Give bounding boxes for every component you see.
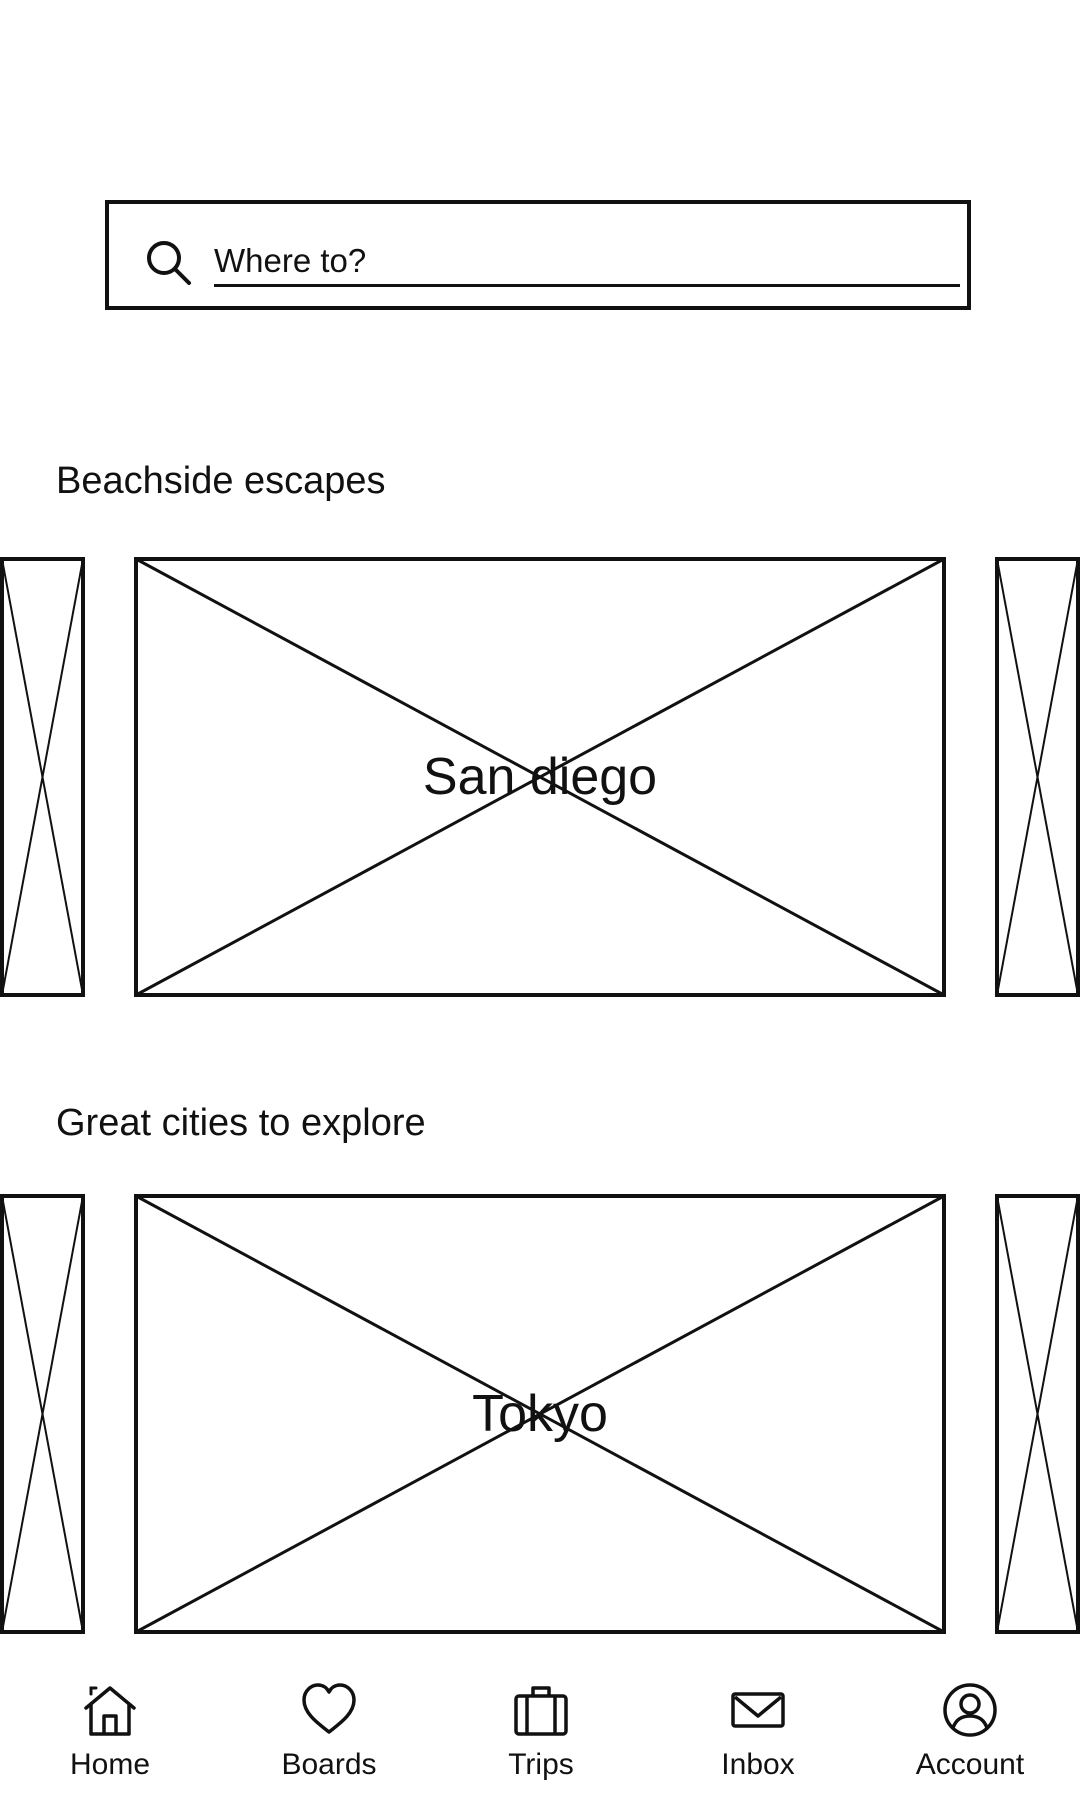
mail-icon bbox=[731, 1692, 785, 1728]
nav-item-trips[interactable]: Trips bbox=[461, 1680, 621, 1800]
nav-label-boards: Boards bbox=[281, 1748, 377, 1781]
nav-item-boards[interactable]: Boards bbox=[249, 1680, 409, 1800]
nav-label-home: Home bbox=[69, 1748, 151, 1781]
nav-item-home[interactable]: Home bbox=[30, 1680, 190, 1800]
section-title-cities: Great cities to explore bbox=[56, 1102, 426, 1144]
nav-label-account: Account bbox=[915, 1748, 1025, 1781]
carousel-card-next[interactable] bbox=[995, 557, 1080, 997]
card-title: San diego bbox=[422, 748, 658, 806]
briefcase-icon bbox=[514, 1686, 568, 1736]
featured-card-tokyo[interactable]: Tokyo bbox=[134, 1194, 946, 1634]
user-circle-icon bbox=[943, 1683, 997, 1737]
carousel-card-prev[interactable] bbox=[0, 1194, 85, 1634]
nav-item-inbox[interactable]: Inbox bbox=[678, 1680, 838, 1800]
card-title: Tokyo bbox=[472, 1385, 608, 1443]
carousel-card-next[interactable] bbox=[995, 1194, 1080, 1634]
nav-label-trips: Trips bbox=[508, 1748, 574, 1781]
featured-card-san-diego[interactable]: San diego bbox=[134, 557, 946, 997]
search-placeholder: Where to? bbox=[214, 242, 367, 279]
heart-icon bbox=[302, 1683, 356, 1734]
home-icon bbox=[84, 1686, 136, 1736]
nav-item-account[interactable]: Account bbox=[890, 1680, 1050, 1800]
search-input[interactable]: Where to? bbox=[214, 234, 960, 287]
nav-label-inbox: Inbox bbox=[721, 1748, 795, 1781]
section-title-beachside: Beachside escapes bbox=[56, 460, 386, 502]
carousel-card-prev[interactable] bbox=[0, 557, 85, 997]
search-bar[interactable]: Where to? bbox=[105, 200, 971, 310]
bottom-nav: Home Boards Trips Inbox Account bbox=[0, 1680, 1080, 1800]
search-icon bbox=[144, 238, 192, 286]
